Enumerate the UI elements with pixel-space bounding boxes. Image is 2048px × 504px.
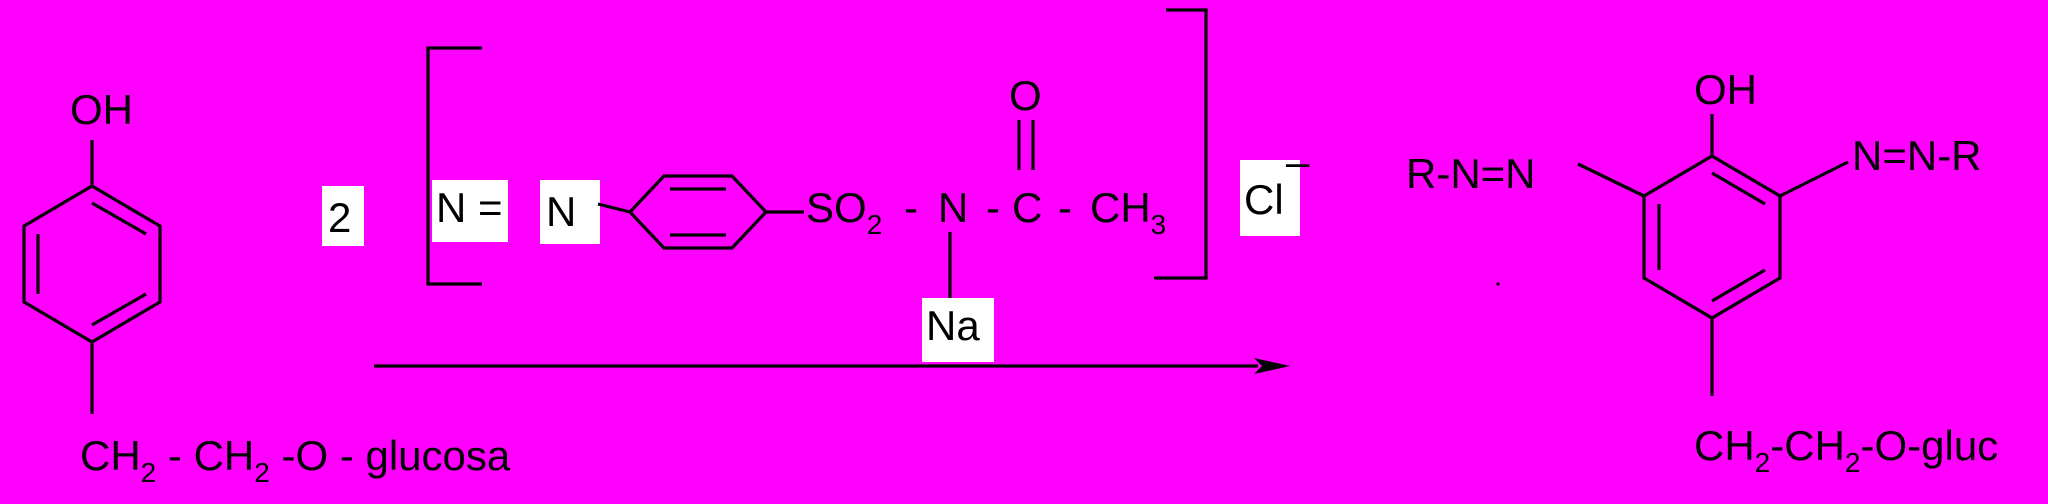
formula-text: CH <box>1694 422 1755 469</box>
reactant-oh-label: OH <box>70 86 133 133</box>
coefficient-box <box>322 186 364 246</box>
subscript: 3 <box>1151 209 1167 240</box>
diazonium-box <box>432 180 508 242</box>
right-azo-bond <box>1779 160 1849 198</box>
formula-text: -O-gluc <box>1860 422 1998 469</box>
so2-label: SO2 <box>806 184 882 240</box>
left-bracket <box>426 46 482 286</box>
reactant-molecule: OH CH2 - CH2 -O - glucosa <box>22 86 511 488</box>
reactant-benzene-ring <box>22 184 162 344</box>
counter-ion-box <box>1240 160 1300 236</box>
n-ring-label: N <box>546 188 576 235</box>
counter-ion-label: Cl <box>1244 176 1284 223</box>
formula-text: CH <box>1090 184 1151 231</box>
subscript: 2 <box>1845 447 1861 478</box>
subscript: 2 <box>141 457 157 488</box>
dash-2: - <box>986 184 1000 231</box>
carbon-label: C <box>1012 184 1042 231</box>
dash-1: - <box>904 184 918 231</box>
formula-text: -CH <box>1770 422 1845 469</box>
stray-dot <box>1496 282 1500 286</box>
reactant-chain-label: CH2 - CH2 -O - glucosa <box>80 432 511 488</box>
formula-text: -O - glucosa <box>270 432 511 479</box>
right-azo-label: N=N-R <box>1852 132 1982 179</box>
n-ring-box <box>540 180 600 244</box>
reagent-benzene-ring <box>627 174 769 250</box>
product-oh-label: OH <box>1694 66 1757 113</box>
subscript: 2 <box>254 457 270 488</box>
reagent-complex: 2 N = N SO2 - N - C - CH3 O Na Cl – <box>322 8 1310 362</box>
left-azo-label: R-N=N <box>1406 150 1536 197</box>
oxygen-label: O <box>1009 72 1042 119</box>
right-bracket <box>1154 8 1208 280</box>
sodium-box <box>922 298 994 362</box>
diazonium-label: N = <box>436 184 503 231</box>
sodium-label: Na <box>926 302 980 349</box>
coefficient-label: 2 <box>328 194 351 241</box>
subscript: 2 <box>867 209 883 240</box>
counter-ion-charge: – <box>1286 138 1310 185</box>
n-amide-label: N <box>938 184 968 231</box>
ch3-label: CH3 <box>1090 184 1166 240</box>
left-azo-bond <box>1577 162 1645 198</box>
n-ring-bond <box>597 202 631 214</box>
product-chain-label: CH2-CH2-O-gluc <box>1694 422 1998 478</box>
formula-text: SO <box>806 184 867 231</box>
product-molecule: OH R-N=N N=N-R CH2-CH2-O-gluc <box>1406 66 1998 478</box>
formula-text: CH <box>80 432 141 479</box>
subscript: 2 <box>1755 447 1771 478</box>
product-benzene-ring <box>1642 154 1782 320</box>
dash-3: - <box>1058 184 1072 231</box>
formula-text: - CH <box>156 432 254 479</box>
reaction-arrow <box>374 358 1290 374</box>
